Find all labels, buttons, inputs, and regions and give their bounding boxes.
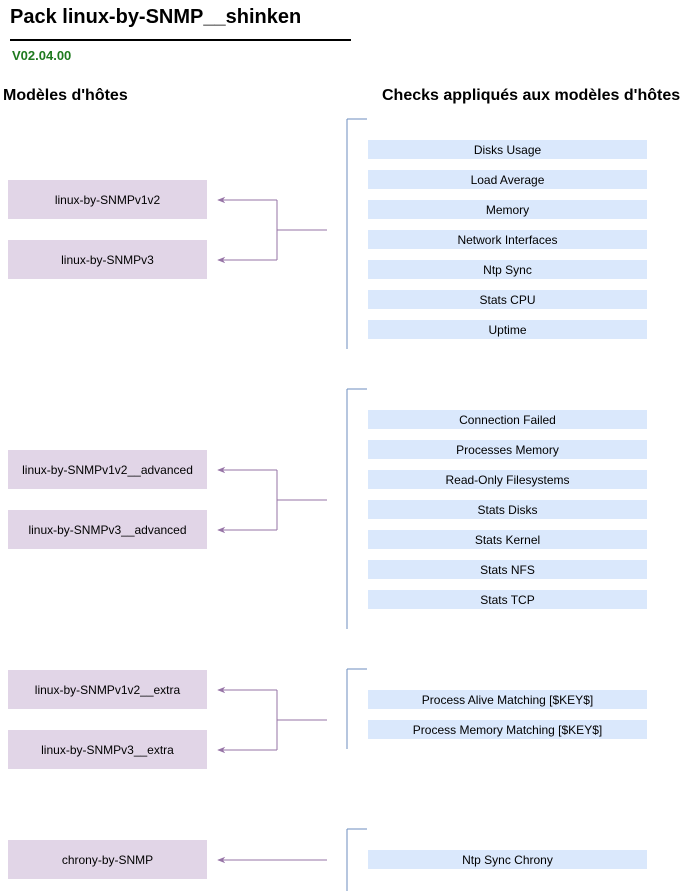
check-box: Ntp Sync Chrony [368, 850, 647, 869]
check-box: Stats CPU [368, 290, 647, 309]
check-box: Stats NFS [368, 560, 647, 579]
check-box: Process Memory Matching [$KEY$] [368, 720, 647, 739]
check-box: Memory [368, 200, 647, 219]
host-template-box: linux-by-SNMPv1v2__advanced [8, 450, 207, 489]
host-template-box: chrony-by-SNMP [8, 840, 207, 879]
host-template-box: linux-by-SNMPv3__extra [8, 730, 207, 769]
check-box: Network Interfaces [368, 230, 647, 249]
version-label: V02.04.00 [12, 48, 72, 63]
check-box: Stats Kernel [368, 530, 647, 549]
host-template-box: linux-by-SNMPv3 [8, 240, 207, 279]
check-box: Read-Only Filesystems [368, 470, 647, 489]
host-template-box: linux-by-SNMPv1v2__extra [8, 670, 207, 709]
check-box: Process Alive Matching [$KEY$] [368, 690, 647, 709]
checks-heading: Checks appliqués aux modèles d'hôtes [382, 87, 681, 104]
check-box: Processes Memory [368, 440, 647, 459]
check-box: Connection Failed [368, 410, 647, 429]
host-template-box: linux-by-SNMPv3__advanced [8, 510, 207, 549]
page-title: Pack linux-by-SNMP__shinken [10, 6, 302, 28]
host-template-box: linux-by-SNMPv1v2 [8, 180, 207, 219]
title-underline [10, 39, 351, 41]
host-templates-heading: Modèles d'hôtes [3, 87, 128, 104]
check-box: Load Average [368, 170, 647, 189]
check-box: Stats Disks [368, 500, 647, 519]
check-box: Disks Usage [368, 140, 647, 159]
check-box: Stats TCP [368, 590, 647, 609]
check-box: Ntp Sync [368, 260, 647, 279]
check-box: Uptime [368, 320, 647, 339]
